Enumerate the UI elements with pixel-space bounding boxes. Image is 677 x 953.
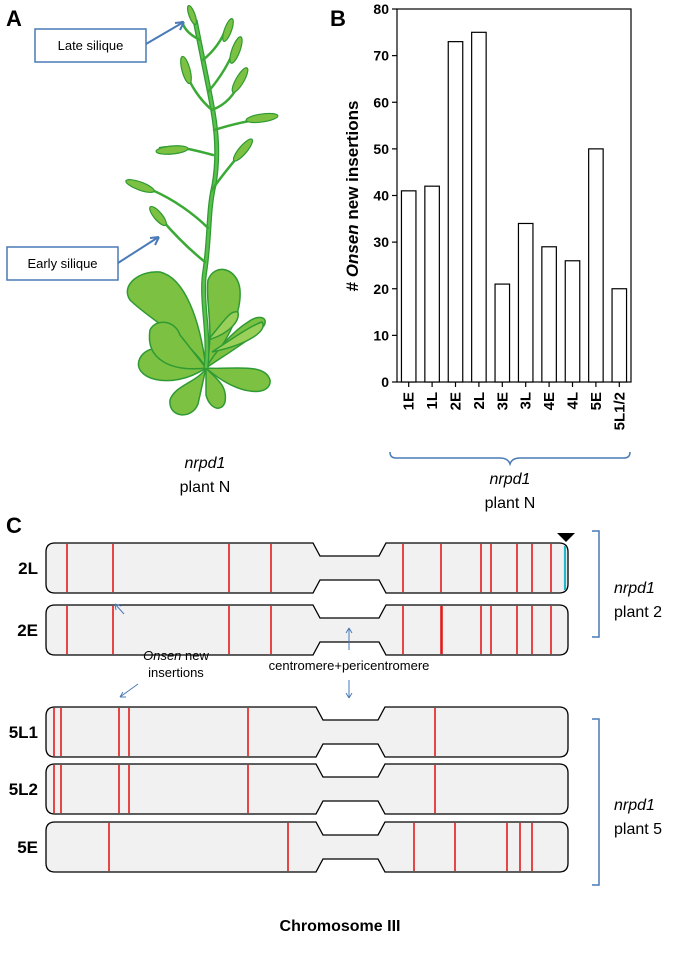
y-tick-label: 60 <box>373 94 389 110</box>
plant-illustration <box>125 4 279 416</box>
early-silique-arrow <box>117 237 158 264</box>
rosette-leaves <box>126 268 271 416</box>
bar-chart: 0 10 20 30 40 50 60 70 80 1E 1L 2E 2L 3E 3L 4E 4L 5E 5L1/2 <box>373 1 632 430</box>
y-tick-label: 30 <box>373 234 389 250</box>
insertions-arrow-down <box>119 683 139 698</box>
early-silique-box <box>6 246 119 281</box>
chromosome-set: 2L 2E 5L1 5L2 5E <box>9 533 575 873</box>
centromere-label: centromere+pericentromere <box>269 658 430 673</box>
bar-3E <box>494 283 511 383</box>
insertions-arrow-up <box>114 603 125 615</box>
chromosome-5l2: 5L2 <box>9 763 569 815</box>
x-tick-label: 1E <box>401 392 418 410</box>
silique-pods <box>125 4 279 227</box>
chromosome-label: 5L2 <box>9 780 38 799</box>
y-tick-label: 80 <box>373 1 389 17</box>
chromosome-label: 5L1 <box>9 723 38 742</box>
late-silique-label: Late silique <box>58 38 124 53</box>
chromosome-body <box>45 542 569 594</box>
bar-5E <box>588 148 604 383</box>
x-tick-label: 1L <box>424 392 441 410</box>
bar-2E <box>447 41 464 383</box>
insertions-annotation-line2: insertions <box>148 665 204 680</box>
plant2-genotype: nrpd1 <box>614 580 655 597</box>
plant5-bracket <box>592 718 600 886</box>
y-tick-label: 20 <box>373 281 389 297</box>
chromosome-body <box>45 706 569 758</box>
y-axis-title: # Onsen new insertions <box>343 101 362 292</box>
x-tick-label: 3E <box>494 392 511 410</box>
insertions-annotation: Onsen new <box>143 648 209 663</box>
bar-3L <box>517 222 534 383</box>
stem-leaf <box>205 311 239 342</box>
bar-2L <box>471 31 487 383</box>
y-axis-title-prefix: # <box>343 277 362 291</box>
chromosome-body <box>45 763 569 815</box>
x-tick-label: 3L <box>518 392 535 410</box>
panel-c-letter: C <box>6 513 22 538</box>
x-tick-label: 5L1/2 <box>611 392 628 430</box>
x-tick-label: 2L <box>471 392 488 410</box>
y-tick-label: 0 <box>381 374 389 390</box>
bar-1L <box>424 185 440 383</box>
y-tick-label: 10 <box>373 327 389 343</box>
bar-4E <box>541 246 557 383</box>
plant2-label: plant 2 <box>614 604 662 621</box>
chromosome-body <box>45 821 569 873</box>
panel-b-letter: B <box>330 6 346 31</box>
x-tick-label: 4L <box>565 392 582 410</box>
plant5-genotype: nrpd1 <box>614 797 655 814</box>
y-axis-title-suffix: new insertions <box>343 101 362 225</box>
panel-a-genotype: nrpd1 <box>185 455 226 472</box>
stem-leaf <box>211 321 264 353</box>
chromosome-label: 2L <box>18 559 38 578</box>
y-tick-label: 50 <box>373 141 389 157</box>
x-tick-label: 5E <box>588 392 605 410</box>
chromosome-5l1: 5L1 <box>9 706 569 758</box>
plant5-label: plant 5 <box>614 821 662 838</box>
panel-b-bracket <box>389 451 631 467</box>
bar-1E <box>400 190 417 383</box>
late-silique-arrow <box>145 22 183 45</box>
panel-a-letter: A <box>6 6 22 31</box>
late-silique-box <box>34 28 147 63</box>
panel-b-genotype: nrpd1 <box>490 471 531 488</box>
chromosome-body <box>45 604 569 656</box>
chromosome-label: 5E <box>17 838 38 857</box>
early-silique-label: Early silique <box>27 256 97 271</box>
bar-4L <box>564 260 581 383</box>
y-tick-label: 40 <box>373 188 389 204</box>
bar-5L1-2 <box>611 288 628 383</box>
chromosome-2l: 2L <box>18 533 575 594</box>
chromosome-5e: 5E <box>17 821 569 873</box>
chromosome-footer: Chromosome III <box>280 918 401 935</box>
x-tick-label: 2E <box>448 392 465 410</box>
arrowhead-marker-icon <box>557 533 575 542</box>
x-tick-label: 4E <box>541 392 558 410</box>
chromosome-2e: 2E <box>17 604 569 656</box>
y-tick-label: 70 <box>373 48 389 64</box>
panel-b-plant: plant N <box>485 495 536 512</box>
plant2-bracket <box>592 530 600 638</box>
chromosome-label: 2E <box>17 621 38 640</box>
panel-a-plant: plant N <box>180 479 231 496</box>
y-axis-title-italic: Onsen <box>343 224 362 277</box>
